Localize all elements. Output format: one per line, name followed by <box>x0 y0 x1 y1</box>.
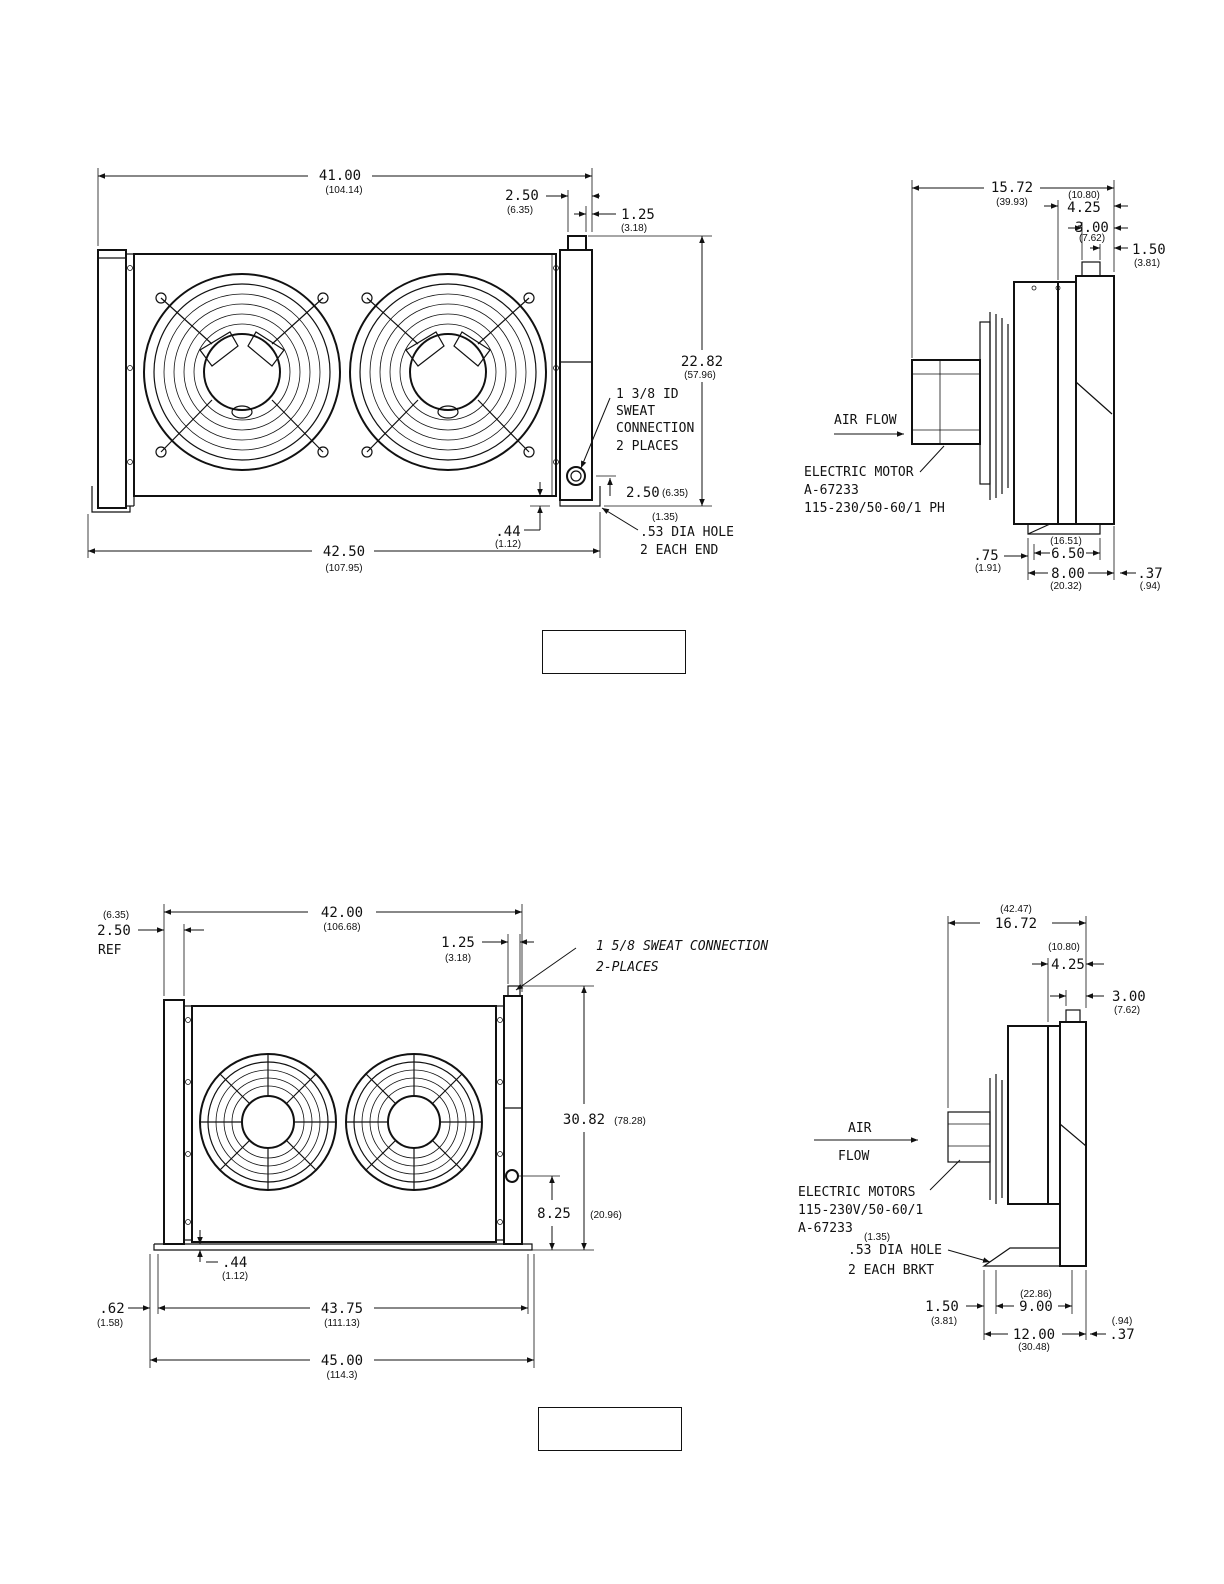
fig1-hole-label-1: .53 DIA HOLE <box>640 525 734 540</box>
fig1-side-b3-mm: (20.32) <box>1050 581 1082 592</box>
fig1-hole-label-2: 2 EACH END <box>640 543 718 558</box>
fig2-side-b2-mm: (22.86) <box>1020 1289 1052 1300</box>
fig2-conn-width-mm: (3.18) <box>445 953 471 964</box>
fig2-motor-label-3: A-67233 <box>798 1221 853 1236</box>
fig2-inner-width: 43.75 <box>321 1301 363 1317</box>
fig1-side-b1: .75 <box>973 548 998 564</box>
figure-1-caption-box <box>542 630 686 674</box>
fig1-front-view: 41.00 (104.14) 2.50 (6.35) 1.25 (3.18) 2… <box>87 168 734 574</box>
fig1-side-d4: 1.50 <box>1132 242 1166 258</box>
fig1-side-depth-mm: (39.93) <box>996 197 1028 208</box>
fig2-side-view: (42.47) 16.72 (10.80) 4.25 3.00 (7.62) A… <box>798 904 1146 1353</box>
fig1-side-depth: 15.72 <box>991 180 1033 196</box>
fig1-conn-label-2: SWEAT <box>616 404 655 419</box>
fig2-conn-label-2: 2-PLACES <box>596 960 659 975</box>
fig1-foot-mm: (1.12) <box>495 539 521 550</box>
fig2-motor-label-2: 115-230V/50-60/1 <box>798 1203 923 1218</box>
fig2-side-d2-mm: (10.80) <box>1048 942 1080 953</box>
fig1-side-b3: 8.00 <box>1051 566 1085 582</box>
fig1-overall-width: 41.00 <box>319 168 361 184</box>
fig1-conn-label-4: 2 PLACES <box>616 439 679 454</box>
fig2-inner-width-mm: (111.13) <box>324 1318 360 1329</box>
fig1-overall-width-mm: (104.14) <box>325 185 362 196</box>
fig1-motor-label-1: ELECTRIC MOTOR <box>804 465 914 480</box>
fig2-side-b3: 12.00 <box>1013 1327 1055 1343</box>
fig2-side-d3-mm: (7.62) <box>1114 1005 1140 1016</box>
fig2-side-off-mm: (1.58) <box>97 1318 123 1329</box>
fig1-side-b4: .37 <box>1137 566 1162 582</box>
fig2-height-mm: (78.28) <box>614 1116 646 1127</box>
fig2-side-b1: 1.50 <box>925 1299 959 1315</box>
fig2-hole-label-1: .53 DIA HOLE <box>848 1243 942 1258</box>
fig2-height: 30.82 <box>563 1112 605 1128</box>
fig1-conn-label-3: CONNECTION <box>616 421 694 436</box>
fig1-conn-label-1: 1 3/8 ID <box>616 387 679 402</box>
fig2-base-width-mm: (114.3) <box>327 1370 358 1381</box>
fig2-side-b3-mm: (30.48) <box>1018 1342 1050 1353</box>
fig1-conn-offset-mm: (6.35) <box>507 205 533 216</box>
fig2-side-b1-mm: (3.81) <box>931 1316 957 1327</box>
fig2-conn-height-mm: (20.96) <box>590 1210 622 1221</box>
fig2-foot: .44 <box>222 1255 247 1271</box>
figure-2-caption-box <box>538 1407 682 1451</box>
fig1-foot: .44 <box>495 524 520 540</box>
fig1-side-d2-mm: (10.80) <box>1068 190 1100 201</box>
fig2-hole-offset-mm: (1.35) <box>864 1232 890 1243</box>
fig1-conn-height: 2.50 <box>626 485 660 501</box>
fig1-base-width: 42.50 <box>323 544 365 560</box>
fig2-conn-label-1: 1 5/8 SWEAT CONNECTION <box>596 939 768 954</box>
fig1-height-mm: (57.96) <box>684 370 716 381</box>
fig1-side-view: 15.72 (39.93) (10.80) 4.25 3.00 (7.62) 1… <box>804 180 1166 592</box>
fig2-front-view: (6.35) 2.50 REF 42.00 (106.68) 1.25 (3.1… <box>97 904 768 1381</box>
fig2-side-depth-mm: (42.47) <box>1000 904 1032 915</box>
fig2-side-b4-mm: (.94) <box>1112 1316 1133 1327</box>
fig2-foot-mm: (1.12) <box>222 1271 248 1282</box>
fig1-side-b2: 6.50 <box>1051 546 1085 562</box>
fig2-base-width: 45.00 <box>321 1353 363 1369</box>
fig1-fan-right <box>349 273 547 471</box>
fig2-side-d3: 3.00 <box>1112 989 1146 1005</box>
fig2-overall-width: 42.00 <box>321 905 363 921</box>
fig1-side-b2-mm: (16.51) <box>1050 536 1082 547</box>
fig2-side-b4: .37 <box>1109 1327 1134 1343</box>
fig1-motor-label-3: 115-230/50-60/1 PH <box>804 501 945 516</box>
fig1-conn-height-mm: (6.35) <box>662 488 688 499</box>
fig2-fan-right <box>345 1053 483 1191</box>
fig2-flow: FLOW <box>838 1149 869 1164</box>
fig1-height: 22.82 <box>681 354 723 370</box>
fig2-ref-word: REF <box>98 943 122 958</box>
fig2-side-b2: 9.00 <box>1019 1299 1053 1315</box>
fig1-hole-offset-mm: (1.35) <box>652 512 678 523</box>
fig1-conn-width-mm: (3.18) <box>621 223 647 234</box>
fig2-motor-label-1: ELECTRIC MOTORS <box>798 1185 915 1200</box>
fig2-side-off: .62 <box>99 1301 124 1317</box>
fig1-air-flow: AIR FLOW <box>834 413 897 428</box>
fig1-fan-left <box>143 273 341 471</box>
fig1-conn-width: 1.25 <box>621 207 655 223</box>
fig1-side-d4-mm: (3.81) <box>1134 258 1160 269</box>
fig2-side-d2: 4.25 <box>1051 957 1085 973</box>
fig2-hole-label-2: 2 EACH BRKT <box>848 1263 934 1278</box>
fig2-air: AIR <box>848 1121 872 1136</box>
fig2-conn-height: 8.25 <box>537 1206 571 1222</box>
fig1-side-b1-mm: (1.91) <box>975 563 1001 574</box>
fig2-fan-left <box>199 1053 337 1191</box>
fig2-conn-width: 1.25 <box>441 935 475 951</box>
fig1-side-d3: 3.00 <box>1075 220 1109 236</box>
fig2-ref: 2.50 <box>97 923 131 939</box>
fig1-motor-label-2: A-67233 <box>804 483 859 498</box>
fig2-side-depth: 16.72 <box>995 916 1037 932</box>
fig1-side-d3-mm: (7.62) <box>1079 233 1105 244</box>
fig2-overall-width-mm: (106.68) <box>323 922 360 933</box>
fig1-side-b4-mm: (.94) <box>1140 581 1161 592</box>
fig2-ref-mm: (6.35) <box>103 910 129 921</box>
fig1-base-width-mm: (107.95) <box>325 563 362 574</box>
fig1-side-d2: 4.25 <box>1067 200 1101 216</box>
fig1-conn-offset: 2.50 <box>505 188 539 204</box>
